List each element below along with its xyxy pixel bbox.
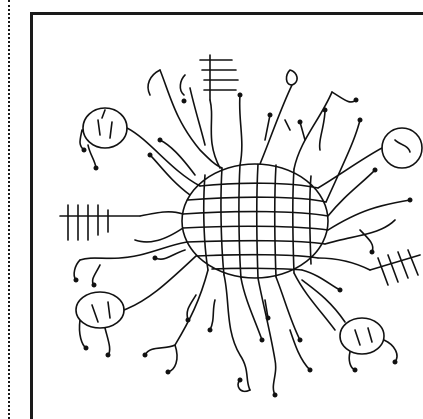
right-branches [302, 118, 422, 373]
bottom-branches [143, 270, 336, 398]
top-branches [148, 55, 358, 169]
central-grid-hub [182, 164, 328, 278]
left-branches [60, 108, 200, 358]
